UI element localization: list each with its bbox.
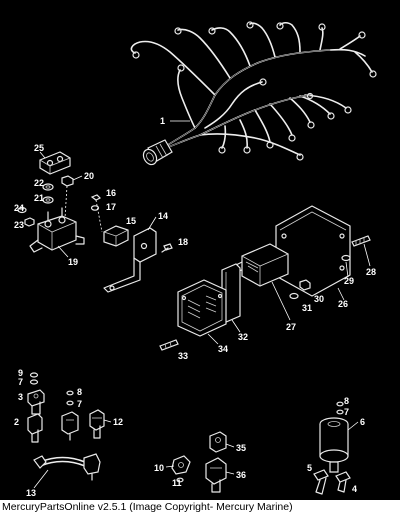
washer-11[interactable] xyxy=(176,477,184,483)
callout-29[interactable]: 29 xyxy=(344,276,354,286)
starter-solenoid-19[interactable] xyxy=(29,207,85,253)
callout-6[interactable]: 6 xyxy=(360,417,365,427)
callout-3[interactable]: 3 xyxy=(18,392,23,402)
sender-3[interactable] xyxy=(27,389,45,415)
washer-17[interactable] xyxy=(90,205,100,211)
screw-18[interactable] xyxy=(161,243,173,253)
callout-5[interactable]: 5 xyxy=(307,463,312,473)
callout-24[interactable]: 24 xyxy=(14,203,24,213)
connector-10[interactable] xyxy=(171,455,191,475)
washer-8b[interactable] xyxy=(336,401,344,407)
callout-26[interactable]: 26 xyxy=(338,299,348,309)
callout-7c[interactable]: 7 xyxy=(344,407,349,417)
washer-21[interactable] xyxy=(42,196,54,204)
callout-30[interactable]: 30 xyxy=(314,294,324,304)
sensor-36[interactable] xyxy=(205,457,227,493)
callout-19[interactable]: 19 xyxy=(68,257,78,267)
callout-23[interactable]: 23 xyxy=(14,220,24,230)
washer-7a[interactable] xyxy=(29,379,39,385)
fitting-5[interactable] xyxy=(313,469,329,495)
switch-10[interactable] xyxy=(61,411,79,441)
sender-6[interactable] xyxy=(319,417,349,473)
callout-22[interactable]: 22 xyxy=(34,178,44,188)
washer-7c[interactable] xyxy=(336,409,344,415)
washer-22[interactable] xyxy=(42,183,54,191)
ecm-34[interactable] xyxy=(177,279,227,337)
screw-28[interactable] xyxy=(351,235,371,247)
callout-7b[interactable]: 7 xyxy=(77,399,82,409)
ignition-module-27[interactable] xyxy=(233,243,289,287)
callout-10[interactable]: 10 xyxy=(154,463,164,473)
adapter-4[interactable] xyxy=(335,471,351,493)
callout-14[interactable]: 14 xyxy=(158,211,168,221)
callout-20[interactable]: 20 xyxy=(84,171,94,181)
nut-23[interactable] xyxy=(24,217,35,227)
sensor-12[interactable] xyxy=(89,409,105,439)
callout-12[interactable]: 12 xyxy=(113,417,123,427)
callout-11[interactable]: 11 xyxy=(172,478,182,488)
exploded-parts-diagram: 1 25 20 22 21 24 23 19 16 xyxy=(14,21,377,498)
callout-27[interactable]: 27 xyxy=(286,322,296,332)
washer-31[interactable] xyxy=(289,292,299,300)
callout-15[interactable]: 15 xyxy=(126,216,136,226)
callout-1[interactable]: 1 xyxy=(160,116,165,126)
callout-21[interactable]: 21 xyxy=(34,193,44,203)
callout-2[interactable]: 2 xyxy=(14,417,19,427)
callout-35[interactable]: 35 xyxy=(236,443,246,453)
harness-plug xyxy=(142,139,173,166)
sensor-2[interactable] xyxy=(27,413,43,443)
callout-33[interactable]: 33 xyxy=(178,351,188,361)
callout-17[interactable]: 17 xyxy=(106,202,116,212)
nut-20[interactable] xyxy=(61,175,74,187)
screw-16[interactable] xyxy=(90,194,102,201)
washer-8a[interactable] xyxy=(66,390,74,396)
callout-7a[interactable]: 7 xyxy=(18,377,23,387)
harness-13[interactable] xyxy=(33,453,101,481)
terminal-block-25[interactable] xyxy=(39,151,71,175)
callout-36[interactable]: 36 xyxy=(236,470,246,480)
relay-15[interactable] xyxy=(103,225,129,247)
washer-9[interactable] xyxy=(29,372,39,378)
callout-32[interactable]: 32 xyxy=(238,332,248,342)
nut-30[interactable] xyxy=(299,279,311,291)
washer-29[interactable] xyxy=(341,254,351,262)
callout-34[interactable]: 34 xyxy=(218,344,228,354)
wiring-harness[interactable] xyxy=(130,21,377,167)
callout-18[interactable]: 18 xyxy=(178,237,188,247)
callout-28[interactable]: 28 xyxy=(366,267,376,277)
callout-31[interactable]: 31 xyxy=(302,303,312,313)
washer-24[interactable] xyxy=(17,206,27,214)
callout-13[interactable]: 13 xyxy=(26,488,36,498)
image-copyright-caption: MercuryPartsOnline v2.5.1 (Image Copyrig… xyxy=(0,500,400,514)
callout-16[interactable]: 16 xyxy=(106,188,116,198)
sensor-35[interactable] xyxy=(209,431,227,453)
callout-4[interactable]: 4 xyxy=(352,484,357,494)
callout-8b[interactable]: 8 xyxy=(344,396,349,406)
callout-25[interactable]: 25 xyxy=(34,143,44,153)
mounting-plate-26[interactable] xyxy=(275,205,351,297)
bracket-14[interactable] xyxy=(103,227,157,293)
washer-7b[interactable] xyxy=(66,400,74,406)
callout-8a[interactable]: 8 xyxy=(77,387,82,397)
screw-33[interactable] xyxy=(159,339,179,351)
callout-9[interactable]: 9 xyxy=(18,368,23,378)
